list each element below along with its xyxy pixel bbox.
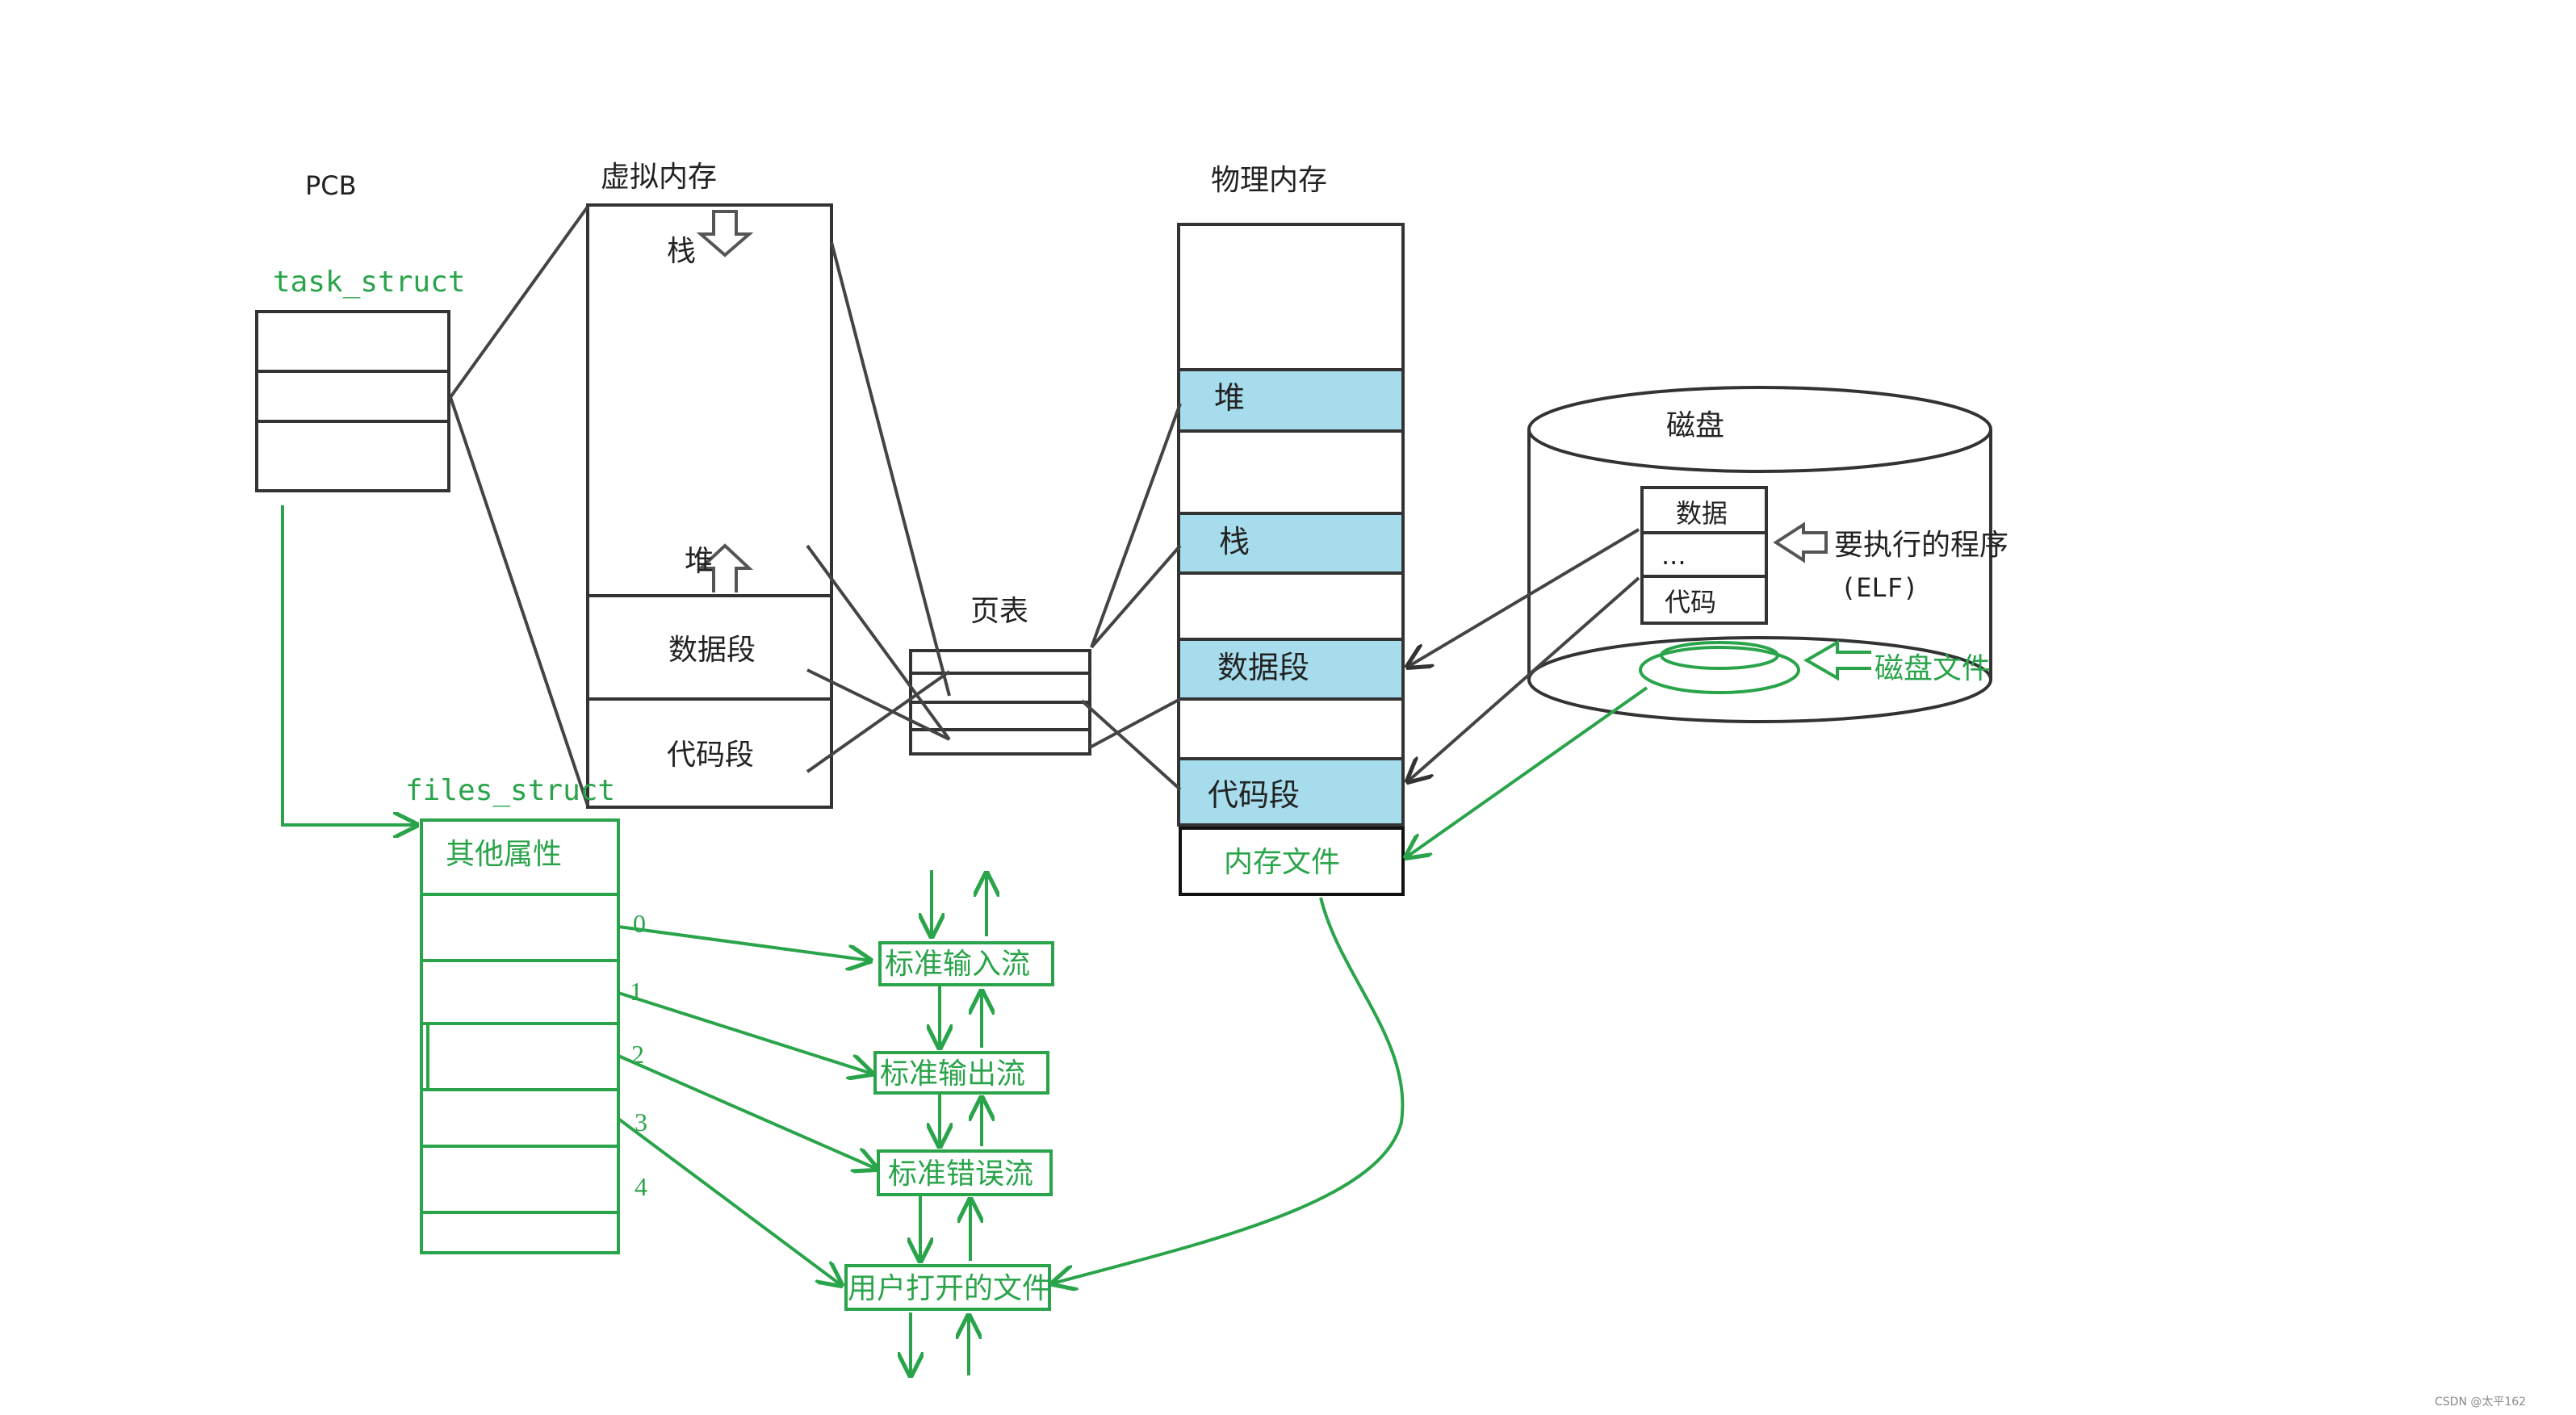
- disk-to-physical-arrows: [1408, 528, 1640, 781]
- disk-cylinder: [1527, 386, 1992, 723]
- pcb-to-files-struct-arrow: [281, 505, 417, 825]
- phys-heap-label: 堆: [1214, 380, 1246, 416]
- program-to-run-label: 要执行的程序: [1834, 529, 2009, 562]
- disk-file-to-memory-file-arrow: [1406, 686, 1648, 857]
- memory-file-label: 内存文件: [1224, 846, 1341, 878]
- other-attributes-label: 其他属性: [446, 838, 563, 870]
- fd-3-label: 3: [635, 1107, 647, 1137]
- stack-grow-down-icon: [696, 210, 754, 257]
- disk-data-label: 数据: [1676, 498, 1728, 529]
- phys-data-segment-label: 数据段: [1217, 650, 1310, 685]
- disk-file-pointer-arrow-icon: [1803, 639, 1871, 681]
- stderr-label: 标准错误流: [888, 1158, 1034, 1190]
- task-struct-box: [255, 310, 450, 492]
- watermark: CSDN @太平162: [2435, 1396, 2527, 1409]
- physical-memory-label: 物理内存: [1211, 164, 1328, 197]
- task-struct-label: task_struct: [273, 266, 466, 299]
- memory-file-to-user-files-arrow: [1053, 897, 1405, 1283]
- disk-file-label: 磁盘文件: [1874, 652, 1992, 684]
- program-pointer-arrow-icon: [1773, 521, 1828, 563]
- stdout-label: 标准输出流: [880, 1057, 1026, 1090]
- page-table-label: 页表: [970, 595, 1029, 628]
- virt-code-segment-label: 代码段: [667, 739, 755, 772]
- files-struct-box: [420, 818, 620, 1254]
- fd-0-label: 0: [633, 909, 646, 938]
- disk-file-icon: [1639, 641, 1800, 694]
- disk-ellipsis-label: ...: [1661, 540, 1686, 571]
- page-table-to-physical-lines: [1080, 403, 1182, 791]
- heap-grow-up-icon: [696, 543, 754, 592]
- user-files-label: 用户打开的文件: [848, 1272, 1052, 1304]
- stdin-label: 标准输入流: [885, 948, 1031, 980]
- phys-code-segment-label: 代码段: [1208, 777, 1301, 813]
- virtual-to-page-table-lines: [806, 241, 951, 773]
- virt-heap-label: 堆: [685, 545, 714, 578]
- virtual-memory-column: [586, 203, 833, 809]
- elf-label: (ELF): [1841, 572, 1919, 603]
- disk-label: 磁盘: [1666, 409, 1725, 442]
- stream-boxes: [844, 941, 1054, 1311]
- stream-io-arrows: [911, 870, 986, 1375]
- files-struct-label: files_struct: [405, 774, 616, 807]
- fd-2-label: 2: [631, 1040, 644, 1069]
- physical-memory-column: [1177, 223, 1405, 827]
- pcb-label: PCB: [305, 170, 357, 201]
- fd-4-label: 4: [635, 1172, 647, 1201]
- fd-1-label: 1: [630, 977, 643, 1006]
- phys-stack-label: 栈: [1219, 524, 1250, 559]
- virt-data-segment-label: 数据段: [668, 634, 756, 667]
- elf-program-box: [1640, 486, 1768, 625]
- virtual-memory-label: 虚拟内存: [601, 161, 718, 194]
- fd-to-stream-arrows: [617, 925, 877, 1285]
- virt-stack-label: 栈: [667, 235, 697, 268]
- pcb-to-virtual-memory-lines: [449, 205, 589, 806]
- disk-code-label: 代码: [1665, 587, 1717, 617]
- page-table-box: [909, 649, 1091, 756]
